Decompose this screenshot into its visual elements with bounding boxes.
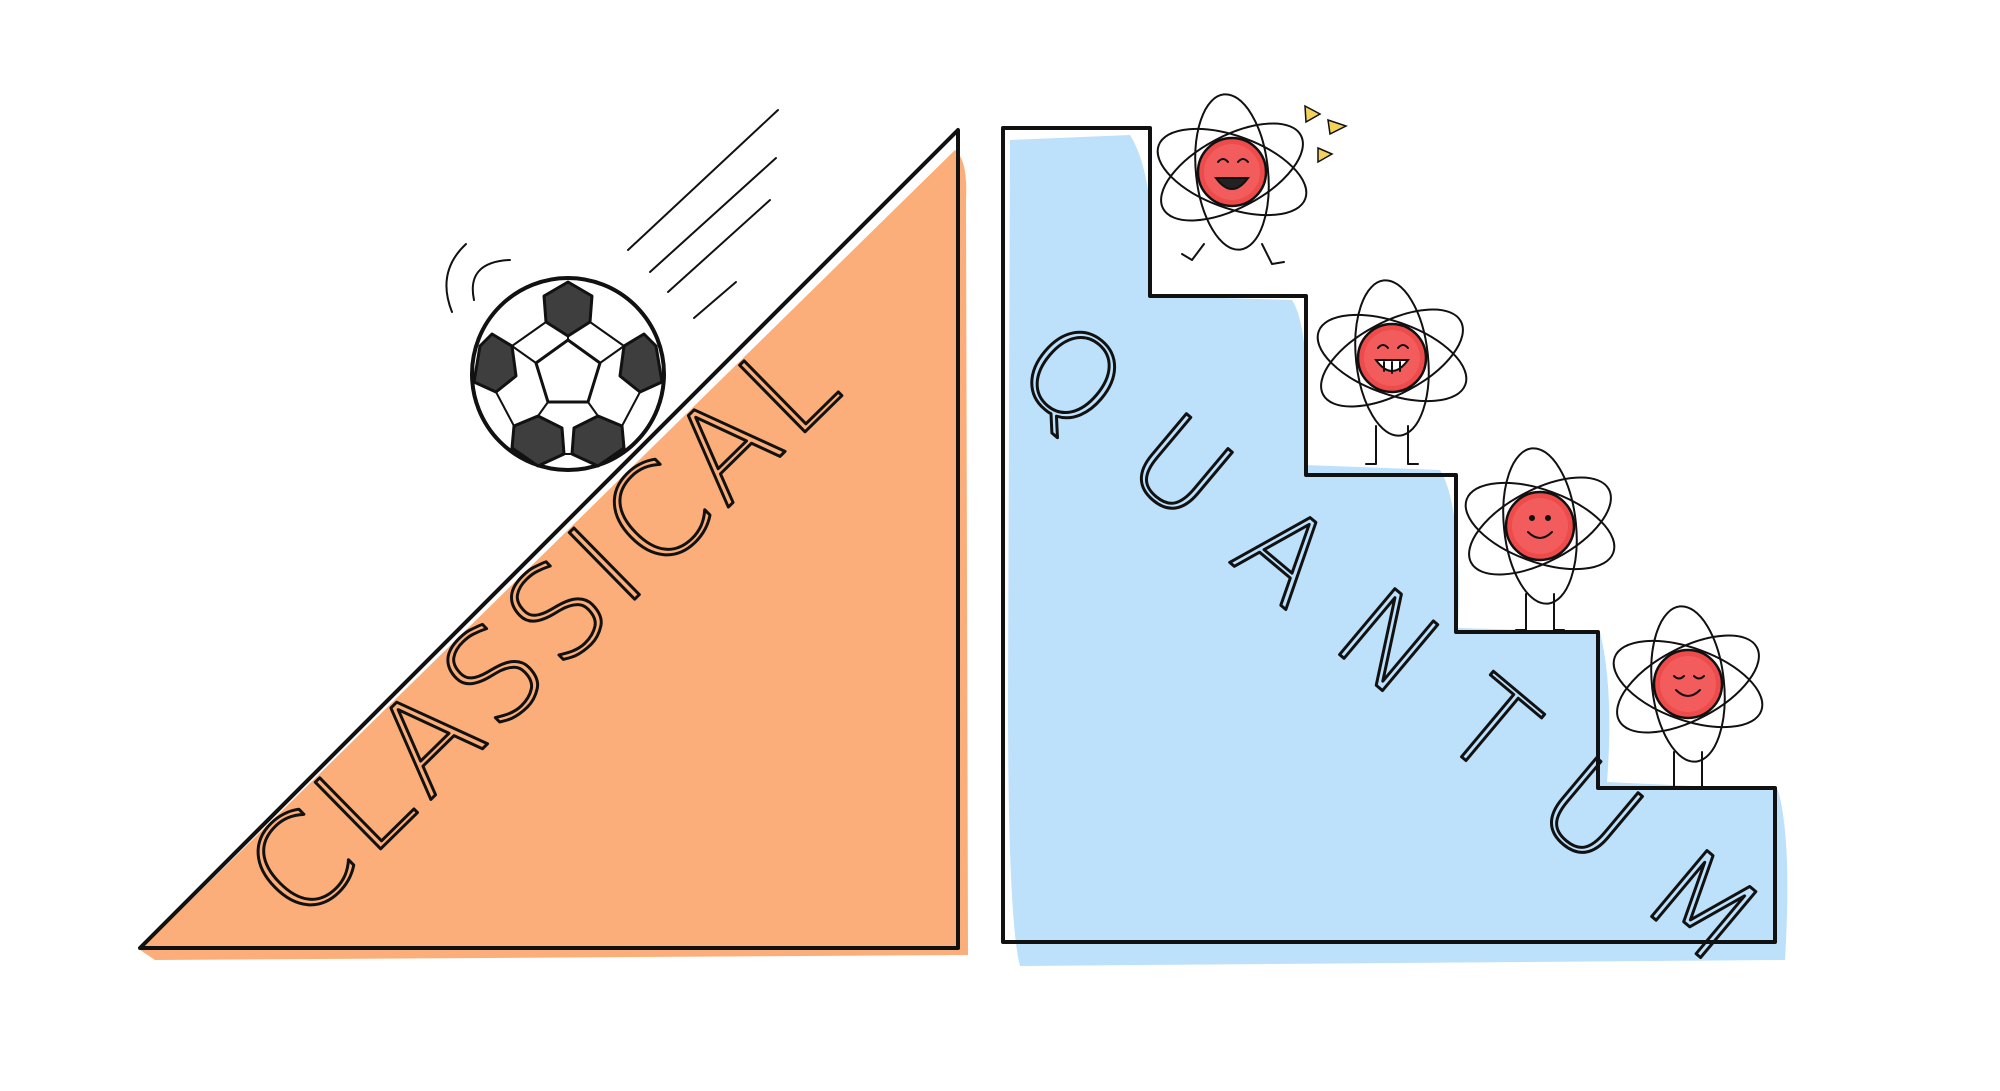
classical-ramp xyxy=(138,128,968,960)
classical-ramp-outline xyxy=(138,128,960,950)
ball-motion-lines xyxy=(445,109,779,319)
atom-character-icon xyxy=(1144,89,1320,265)
sparkle-icon xyxy=(1304,104,1348,164)
quantum-stairs-fill xyxy=(1008,135,1788,966)
atom-character-icon xyxy=(1600,601,1776,789)
atom-character-icon xyxy=(1452,443,1628,631)
atom-character-icon xyxy=(1304,275,1480,465)
quantum-stairs-outline xyxy=(1001,126,1777,944)
classical-ramp-fill xyxy=(140,150,968,960)
quantum-stairs xyxy=(1001,126,1788,966)
soccer-ball-icon xyxy=(470,276,666,472)
